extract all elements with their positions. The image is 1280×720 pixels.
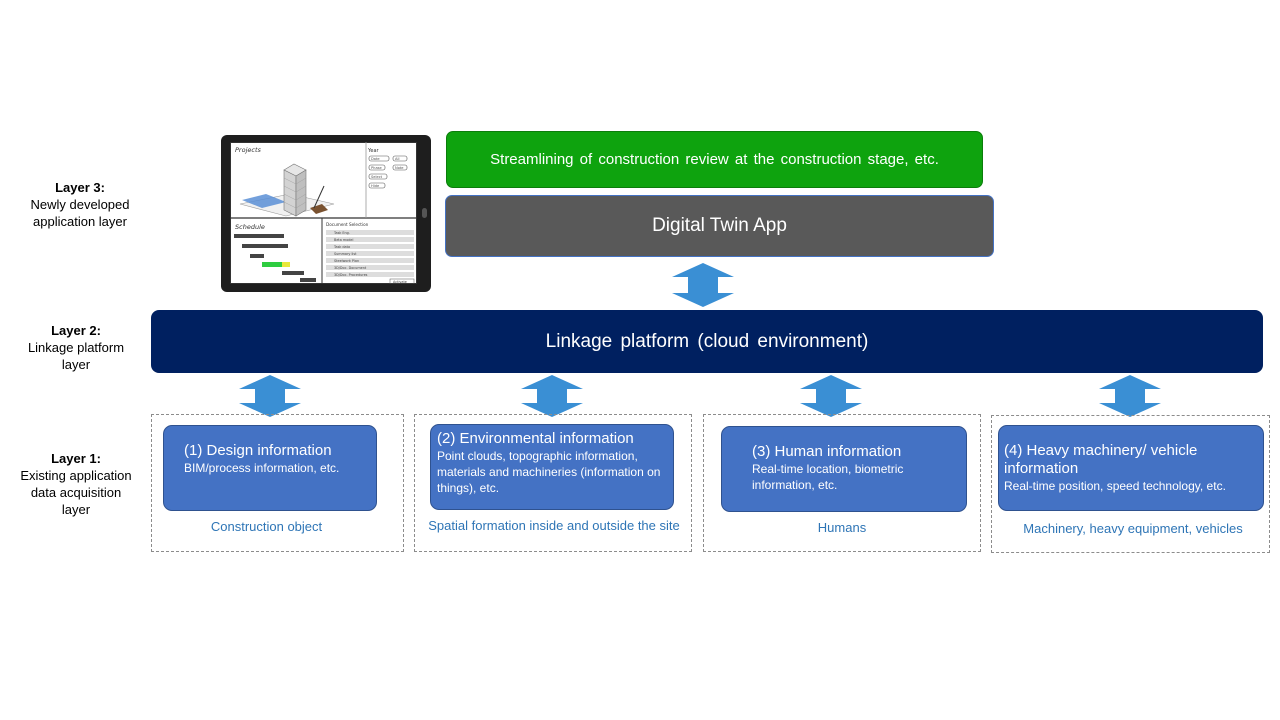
design-information-box: (1) Design information BIM/process infor… bbox=[163, 425, 377, 511]
tablet-legend-item: Hide bbox=[371, 184, 380, 188]
layer-1-line-1: Existing application bbox=[20, 468, 132, 483]
tablet-legend-item: Date bbox=[371, 157, 380, 161]
streamlining-banner: Streamlining of construction review at t… bbox=[446, 131, 983, 188]
tablet-schedule-label: Schedule bbox=[235, 223, 265, 231]
environmental-information-box: (2) Environmental information Point clou… bbox=[430, 424, 674, 510]
design-information-title: (1) Design information bbox=[184, 442, 332, 459]
human-information-title: (3) Human information bbox=[752, 443, 902, 460]
machinery-caption: Machinery, heavy equipment, vehicles bbox=[1023, 521, 1243, 536]
machinery-information-title: (4) Heavy machinery/ vehicle information bbox=[1004, 442, 1198, 477]
layer-3-title: Layer 3: bbox=[55, 180, 105, 195]
tablet-doc-item: Task Eng. bbox=[333, 231, 350, 235]
machinery-information-box: (4) Heavy machinery/ vehicle information… bbox=[998, 425, 1264, 511]
layer-2-line-1: Linkage platform bbox=[27, 340, 125, 355]
digital-twin-app-text: Digital Twin App bbox=[652, 215, 787, 236]
tablet-activate-button: Activate bbox=[393, 280, 407, 284]
linkage-platform-bar: Linkage platform (cloud environment) bbox=[151, 310, 1263, 373]
environmental-information-detail: Point clouds, topographic information, m… bbox=[437, 449, 661, 495]
source-group-machinery bbox=[991, 415, 1270, 553]
layer-1-label: Layer 1: Existing application data acqui… bbox=[0, 450, 156, 518]
linkage-platform-text: Linkage platform (cloud environment) bbox=[545, 330, 869, 352]
source-group-human bbox=[703, 414, 981, 552]
tablet-illustration: Projects Year Date bbox=[221, 135, 431, 292]
tablet-legend-item: All bbox=[395, 157, 399, 161]
source-group-environmental bbox=[414, 414, 692, 552]
tablet-doc-item: 3D/Doc. Document bbox=[334, 266, 367, 270]
tablet-doc-item: Steelwork Plan bbox=[334, 259, 359, 263]
layer-2-label: Layer 2: Linkage platform layer bbox=[0, 322, 156, 373]
spatial-formation-caption: Spatial formation inside and outside the… bbox=[428, 518, 680, 533]
layer-1-line-2: data acquisition bbox=[30, 485, 122, 500]
tablet-doc-item: Summary list bbox=[334, 252, 357, 256]
human-information-detail: Real-time location, biometric informatio… bbox=[752, 462, 904, 492]
humans-caption: Humans bbox=[817, 520, 867, 535]
tablet-plan-label: Projects bbox=[235, 146, 261, 154]
tablet-legend-item: Select bbox=[371, 175, 383, 179]
layer-3-label: Layer 3: Newly developed application lay… bbox=[0, 179, 160, 230]
tablet-home-button bbox=[422, 208, 427, 218]
machinery-information-detail: Real-time position, speed technology, et… bbox=[1004, 479, 1226, 493]
layer-1-line-3: layer bbox=[61, 502, 91, 517]
tablet-doc-label: Document Selection bbox=[326, 222, 369, 227]
tablet-screen: Projects Year Date bbox=[230, 142, 417, 285]
tablet-legend-item: Note bbox=[395, 166, 404, 170]
layer-1-title: Layer 1: bbox=[51, 451, 101, 466]
double-arrow-icon bbox=[800, 375, 862, 417]
tablet-screen-drawing: Projects Year Date bbox=[230, 142, 417, 285]
double-arrow-icon bbox=[521, 375, 583, 417]
tablet-doc-item: 3D/Doc. Procedures bbox=[334, 273, 368, 277]
tablet-doc-item: Task data bbox=[333, 245, 350, 249]
tablet-doc-item: Beta model bbox=[334, 238, 354, 242]
layer-2-line-2: layer bbox=[61, 357, 91, 372]
svg-text:Year: Year bbox=[367, 148, 380, 154]
layer-3-line-1: Newly developed bbox=[30, 197, 130, 212]
design-information-detail: BIM/process information, etc. bbox=[184, 461, 340, 475]
double-arrow-icon bbox=[1099, 375, 1161, 417]
human-information-box: (3) Human information Real-time location… bbox=[721, 426, 967, 512]
layer-3-line-2: application layer bbox=[33, 214, 127, 229]
digital-twin-app-box: Digital Twin App bbox=[445, 195, 994, 257]
source-group-design bbox=[151, 414, 404, 552]
construction-object-caption: Construction object bbox=[210, 519, 323, 534]
double-arrow-icon bbox=[239, 375, 301, 417]
tablet-legend-item: Phase bbox=[371, 166, 383, 170]
double-arrow-icon bbox=[672, 263, 734, 307]
streamlining-banner-text: Streamlining of construction review at t… bbox=[490, 151, 939, 168]
layer-2-title: Layer 2: bbox=[51, 323, 101, 338]
environmental-information-title: (2) Environmental information bbox=[437, 430, 634, 447]
